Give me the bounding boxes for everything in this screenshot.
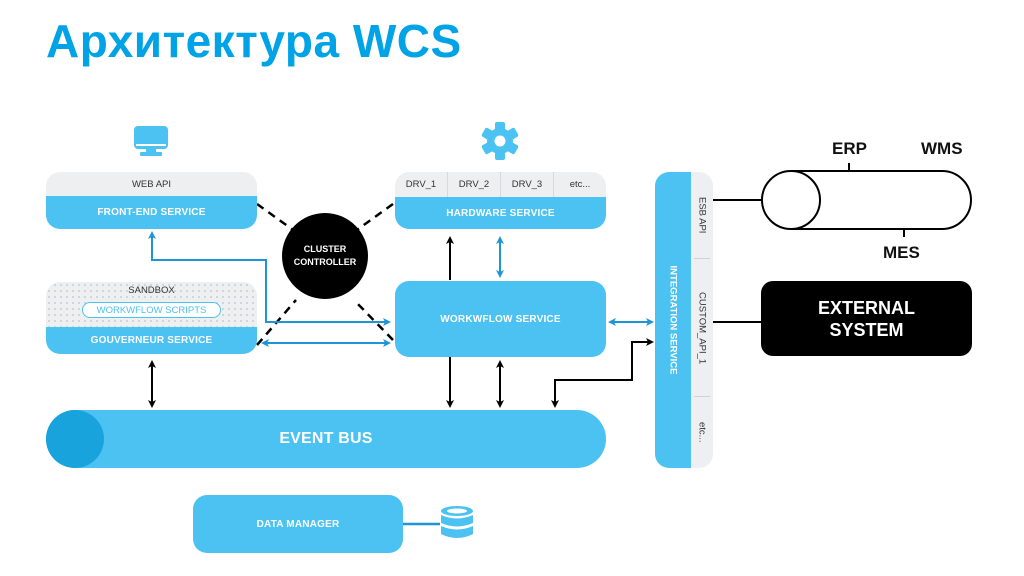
integration-eventbus-arrow xyxy=(551,338,654,408)
integration-service[interactable]: INTEGRATION SERVICE ESB API CUSTOM_API_1… xyxy=(655,172,713,468)
event-bus-label: EVENT BUS xyxy=(279,430,373,447)
driver-item: DRV_3 xyxy=(501,172,554,197)
workflow-service-label: WORKWFLOW SERVICE xyxy=(440,313,561,325)
driver-item: etc... xyxy=(569,179,591,190)
gouverneur-service-label: GOUVERNEUR SERVICE xyxy=(46,327,257,354)
event-bus-end-cap xyxy=(46,410,104,468)
esb-bus-end xyxy=(761,170,821,230)
sandbox-label: SANDBOX xyxy=(128,285,175,296)
event-bus[interactable]: EVENT BUS xyxy=(46,410,606,468)
data-manager[interactable]: DATA MANAGER xyxy=(193,495,403,553)
wms-label: WMS xyxy=(921,139,963,158)
api-item-etc[interactable]: etc... xyxy=(696,422,708,443)
integration-api-list: ESB API CUSTOM_API_1 etc... xyxy=(691,172,713,468)
web-api-label: WEB API xyxy=(46,172,257,196)
driver-item: DRV_2 xyxy=(448,172,501,197)
database-icon xyxy=(441,506,473,538)
cluster-controller[interactable]: CLUSTER CONTROLLER xyxy=(282,213,368,299)
cluster-link-hardware xyxy=(353,202,394,234)
esb-bus-shape xyxy=(761,163,972,237)
divider xyxy=(694,258,710,259)
workflow-service[interactable]: WORKWFLOW SERVICE xyxy=(395,281,606,357)
hardware-service[interactable]: DRV_1 DRV_2 DRV_3 etc... HARDWARE SERVIC… xyxy=(395,172,606,229)
api-item-custom[interactable]: CUSTOM_API_1 xyxy=(691,259,713,397)
external-line2: SYSTEM xyxy=(829,319,904,340)
driver-list: DRV_1 DRV_2 DRV_3 etc... xyxy=(395,172,606,197)
page-title: Архитектура WCS xyxy=(46,15,462,67)
monitor-icon xyxy=(134,126,168,156)
sandbox-area: SANDBOX WORKWFLOW SCRIPTS xyxy=(46,282,257,327)
esb-bus-body xyxy=(791,170,972,230)
gear-icon xyxy=(481,122,519,160)
frontend-workflow-arrow xyxy=(148,231,391,326)
front-end-service-label: FRONT-END SERVICE xyxy=(46,196,257,229)
divider xyxy=(694,396,710,397)
cluster-line2: CONTROLLER xyxy=(293,257,357,267)
integration-service-bar: INTEGRATION SERVICE xyxy=(655,172,691,468)
mes-label: MES xyxy=(883,243,920,262)
front-end-service[interactable]: WEB API FRONT-END SERVICE xyxy=(46,172,257,229)
external-system[interactable]: EXTERNAL SYSTEM xyxy=(761,281,972,356)
driver-item: DRV_1 xyxy=(395,172,448,197)
external-line1: EXTERNAL xyxy=(817,297,915,318)
workflow-scripts-pill[interactable]: WORKWFLOW SCRIPTS xyxy=(82,302,221,318)
data-manager-label: DATA MANAGER xyxy=(256,518,340,530)
cluster-link-workflow xyxy=(353,299,394,341)
erp-label: ERP xyxy=(832,139,867,158)
cluster-link-frontend xyxy=(256,202,297,234)
integration-service-label: INTEGRATION SERVICE xyxy=(667,265,679,375)
api-item-esb[interactable]: ESB API xyxy=(691,172,713,259)
hardware-service-label: HARDWARE SERVICE xyxy=(395,197,606,229)
cluster-line1: CLUSTER xyxy=(303,244,347,254)
gouverneur-service[interactable]: SANDBOX WORKWFLOW SCRIPTS GOUVERNEUR SER… xyxy=(46,282,257,354)
